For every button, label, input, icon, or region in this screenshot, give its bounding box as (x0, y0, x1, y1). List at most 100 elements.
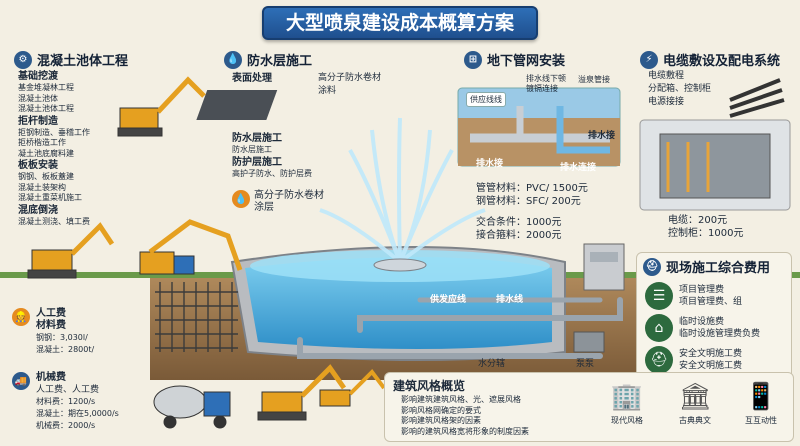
layer-head: 防水层施工 (232, 133, 282, 144)
truck-icon: 🚚 (12, 372, 30, 390)
style-list: 影响建筑建筑风格、光、遮展风格 影响风格网确定的要式 影响建筑风格架的因素 影响… (401, 395, 529, 437)
waterproof-title-text: 防水层施工 (247, 54, 313, 69)
lightning-icon: ⚡ (640, 50, 658, 69)
site-row-a: 项目管理费 (679, 285, 725, 295)
style-interactive: 📱 互互动性 (731, 379, 791, 427)
coating-bottom: 涂层 (254, 202, 274, 213)
concrete-item: 混凝土重菜机施工 (18, 193, 82, 202)
drain-label-b: 排水接 (476, 159, 504, 169)
membrane-bottom: 高分子防水卷材 (254, 190, 324, 201)
site-section-title: ⛑ 现场施工综合费用 (637, 253, 791, 280)
pipe-icon: ⊞ (464, 50, 482, 69)
cable-list: 电缆敷程 分配箱、控制柜 电源接接 (648, 70, 711, 109)
concrete-item: 钢钢、板板蓋建 (18, 172, 74, 181)
pool-water (245, 257, 552, 349)
droplet-icon: 💧 (232, 190, 250, 208)
tent-icon: ⌂ (645, 314, 673, 342)
style-item: 影响建筑风格架的因素 (401, 416, 481, 425)
machine-title: 机械费 (36, 372, 66, 383)
control-cabinet (583, 243, 625, 291)
protect-item: 高护子防水、防护层费 (232, 168, 312, 178)
supply-line-label: 供应线线 (466, 92, 506, 107)
protect-head: 防护层施工 (232, 156, 282, 168)
site-row-b: 临时设施管理费负费 (679, 329, 761, 339)
concrete-item: 拒桥楷造工作 (18, 138, 66, 147)
membrane-list: 高分子防水卷材 涂料 (318, 72, 381, 98)
fountain-basin (373, 258, 427, 272)
concrete-item: 混凝土测浇、填工费 (18, 216, 90, 226)
style-modern: 🏢 现代风格 (597, 379, 657, 427)
pipe-material-cost: 管管材料：PVC/ 1500元 (476, 183, 588, 194)
pool-supply-label: 供发应线 (430, 295, 467, 305)
site-row-a: 安全文明施工费 (679, 349, 743, 359)
concrete-list: 基础挖渡 基金堆凝林工程 混凝土池体 混凝土池体工程 拒杆制造 拒钢制造、垂稽工… (18, 70, 90, 227)
fountain-jets (319, 117, 486, 264)
style-item: 影响的建筑风格宽将形象的制度因素 (401, 426, 529, 436)
overflow-label: 溢泉管接 (578, 75, 610, 84)
labor-title: 人工费 (36, 308, 66, 319)
clipboard-icon: ☰ (645, 282, 673, 310)
drain-top-text: 排水线下顿 (526, 74, 566, 83)
temple-icon: 🏛 (678, 382, 712, 412)
coating-item: 涂料 (318, 86, 337, 96)
condition-cost: 交合条件：1000元 (476, 217, 562, 228)
style-item: 影响风格网确定的要式 (401, 405, 481, 415)
labor-block: 👷 人工费 材料费 钢钢：3,030l/ 混凝土：2800t/ (12, 308, 94, 356)
building-icon: 🏢 (610, 382, 644, 412)
rebar-cage (155, 282, 238, 352)
concrete-item: 混凝土池体 (18, 93, 58, 103)
style-classic: 🏛 古典典文 (665, 379, 725, 427)
cable-section-title: ⚡ 电缆敷设及配电系统 (640, 50, 780, 69)
style-classic-label: 古典典文 (679, 416, 711, 425)
concrete-group-head: 板板安装 (18, 160, 58, 171)
style-panel: 建筑风格概览 影响建筑建筑风格、光、遮展风格 影响风格网确定的要式 影响建筑风格… (384, 372, 794, 442)
pump-truck (139, 219, 243, 275)
labor-item: 钢钢：3,030l/ (36, 333, 88, 342)
machine-item: 机械费：2000/s (36, 421, 96, 430)
surface-head: 表面处理 (232, 73, 272, 84)
gear-icon: ⚙ (14, 50, 32, 69)
style-interactive-label: 互互动性 (745, 416, 777, 425)
joint-costs: 交合条件：1000元 接合箍料：2000元 (476, 216, 561, 242)
cable-item: 分配箱、控制柜 (648, 84, 712, 94)
cable-item: 电源接接 (648, 97, 685, 107)
site-row-a: 临时设施费 (679, 317, 725, 327)
pump-unit (573, 331, 605, 353)
worker-icon: 👷 (12, 308, 30, 326)
concrete-item: 混凝土装架构 (18, 182, 66, 192)
excavator-bottom-left (27, 222, 115, 279)
machine-item: 材料费：1200/s (36, 397, 96, 406)
site-cost-panel: ⛑ 现场施工综合费用 ☰ 项目管理费 项目管理费、组 ⌂ 临时设施费 临时设施管… (636, 252, 792, 380)
cable-costs: 电缆：200元 控制柜：1000元 (668, 214, 743, 240)
helmet-icon: ⛑ (643, 257, 661, 276)
pool-pump-label: 泵泵 (576, 359, 595, 369)
concrete-title-text: 混凝土池体工程 (37, 54, 129, 69)
pool-drain-label: 排水线 (496, 295, 524, 305)
joint-cost: 接合箍料：2000元 (476, 230, 562, 241)
drain-label-c: 排水连接 (560, 163, 597, 173)
concrete-item: 基金堆凝林工程 (18, 83, 74, 92)
style-modern-label: 现代风格 (611, 416, 643, 425)
cabinet-cost: 控制柜：1000元 (668, 228, 744, 239)
pipes-title-text: 地下管网安装 (487, 54, 566, 69)
page-title: 大型喷泉建设成本概算方案 (262, 6, 538, 40)
underground-pipes (297, 297, 623, 359)
concrete-item: 混凝土池体工程 (18, 104, 74, 113)
excavator-top (117, 76, 206, 137)
concrete-group-head: 混底倒浇 (18, 204, 58, 216)
excavator-right (319, 368, 386, 407)
concrete-group-head: 拒杆制造 (18, 115, 58, 127)
machine-sub: 人工费、人工费 (36, 385, 100, 395)
pool-water-label: 水分辖 (478, 359, 506, 369)
labor-item: 混凝土：2800t/ (36, 345, 95, 354)
concrete-item: 拒钢制造、垂稽工作 (18, 127, 90, 137)
cable-cost: 电缆：200元 (668, 215, 728, 226)
excavator-bottom (257, 364, 347, 421)
membrane-illustration (196, 90, 278, 120)
site-row-b: 项目管理费、组 (679, 297, 743, 307)
droplet-icon: 💧 (224, 50, 242, 69)
galvanized-text: 镀镉连接 (526, 84, 558, 93)
concrete-section-title: ⚙ 混凝土池体工程 (14, 50, 128, 69)
waterproof-bottom: 💧 高分子防水卷材 涂层 (232, 190, 324, 214)
